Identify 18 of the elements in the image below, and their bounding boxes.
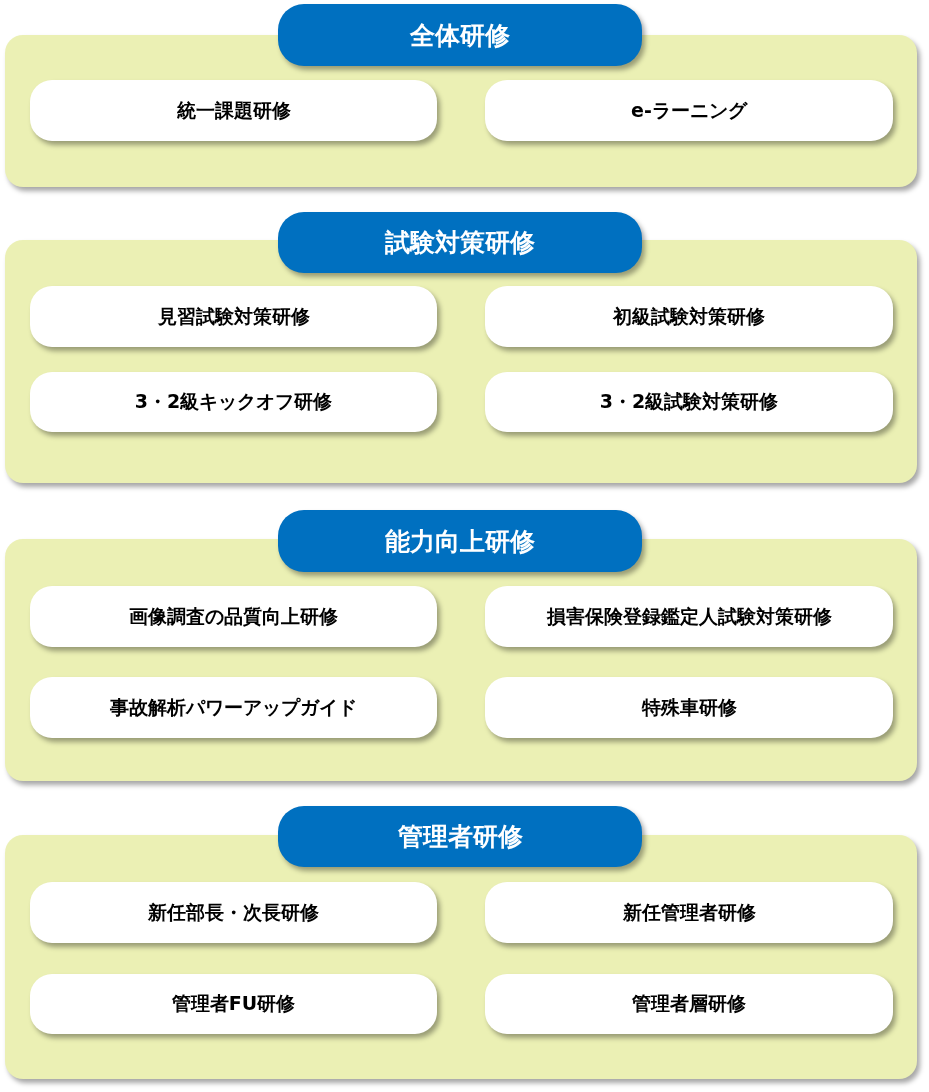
course-box: 3・2級キックオフ研修: [30, 372, 437, 432]
course-box: 画像調査の品質向上研修: [30, 586, 437, 647]
course-box: 新任管理者研修: [485, 882, 893, 943]
course-box: 管理者FU研修: [30, 974, 437, 1034]
course-box: 管理者層研修: [485, 974, 893, 1034]
course-box: 特殊車研修: [485, 677, 893, 738]
heading-pill: 試験対策研修: [278, 212, 642, 273]
heading-pill: 管理者研修: [278, 806, 642, 867]
course-box: 初級試験対策研修: [485, 286, 893, 347]
heading-pill: 能力向上研修: [278, 510, 642, 572]
heading-pill: 全体研修: [278, 4, 642, 66]
course-box: 新任部長・次長研修: [30, 882, 437, 943]
course-box: 見習試験対策研修: [30, 286, 437, 347]
course-box: 3・2級試験対策研修: [485, 372, 893, 432]
course-box: 事故解析パワーアップガイド: [30, 677, 437, 738]
course-box: e-ラーニング: [485, 80, 893, 141]
course-box: 統一課題研修: [30, 80, 437, 141]
course-box: 損害保険登録鑑定人試験対策研修: [485, 586, 893, 647]
